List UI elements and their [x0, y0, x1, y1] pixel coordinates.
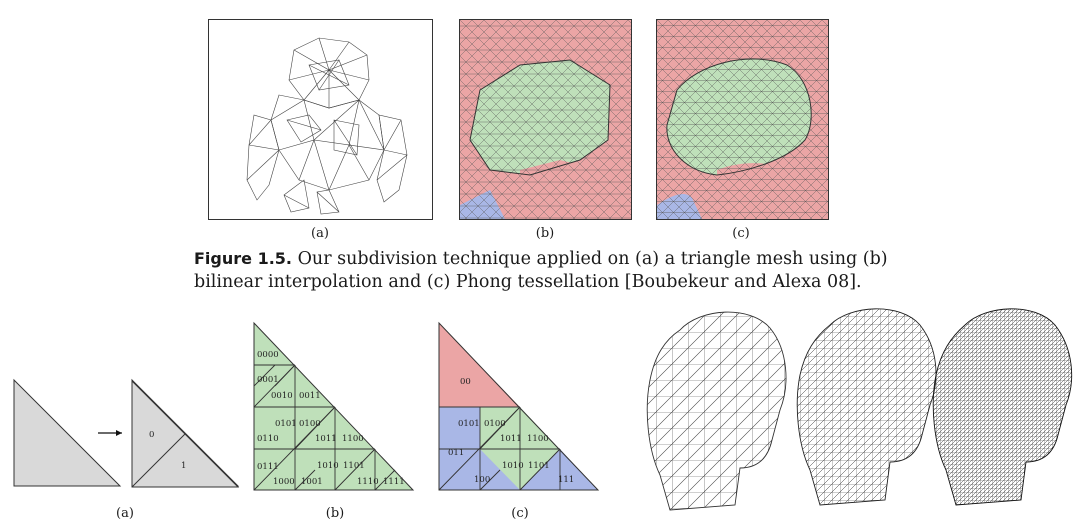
panel-c-phong: [656, 19, 829, 220]
code-b-1010: 1010: [317, 461, 339, 471]
code-b-0111: 0111: [257, 462, 279, 472]
code-c-00: 00: [460, 377, 471, 387]
code-c-1100: 1100: [527, 434, 549, 444]
split-triangle-svg: 0 1: [131, 379, 240, 488]
code-a-0: 0: [149, 430, 154, 440]
code-b-0001: 0001: [257, 375, 279, 385]
triangle-mesh-figure: [246, 37, 408, 215]
code-b-1100: 1100: [342, 434, 364, 444]
code-b-0100: 0100: [299, 419, 321, 429]
figure-number: Figure 1.5.: [194, 249, 292, 268]
code-c-100: 100: [474, 475, 490, 485]
bottom-label-c: (c): [511, 506, 529, 521]
panel-a-mesh: [208, 19, 433, 220]
code-c-0100: 0100: [484, 419, 506, 429]
code-b-1000: 1000: [273, 477, 295, 487]
code-b-1001: 1001: [301, 477, 323, 487]
arrow-icon: [116, 430, 122, 436]
panel-b-bilinear: [459, 19, 632, 220]
code-b-1011: 1011: [315, 434, 337, 444]
head-medium: [796, 308, 937, 506]
code-b-0010: 0010: [271, 391, 293, 401]
head-coarse: [646, 311, 787, 511]
code-c-011: 011: [448, 448, 464, 458]
head-fine: [932, 308, 1073, 506]
code-b-1110: 1110: [357, 477, 379, 487]
subdivision-panel-c: 00 0101 0100 1011 1100 011 1010 1101 100…: [438, 321, 600, 491]
code-c-0101: 0101: [458, 419, 480, 429]
code-b-1111: 1111: [383, 477, 405, 487]
figure-caption: Figure 1.5. Our subdivision technique ap…: [194, 247, 894, 294]
code-c-1011: 1011: [500, 434, 522, 444]
bottom-label-b: (b): [325, 506, 345, 521]
bilinear-interpolation-figure: [460, 20, 631, 219]
top-label-b: (b): [535, 226, 555, 241]
code-b-0110: 0110: [257, 434, 279, 444]
code-a-1: 1: [181, 461, 186, 471]
phong-tessellation-figure: [657, 20, 828, 219]
code-b-0101: 0101: [275, 419, 297, 429]
base-triangle: [13, 378, 122, 487]
top-label-c: (c): [732, 226, 750, 241]
code-c-1010: 1010: [502, 461, 524, 471]
code-b-1101: 1101: [343, 461, 365, 471]
code-b-0011: 0011: [299, 391, 321, 401]
code-b-0000: 0000: [257, 350, 279, 360]
top-label-a: (a): [311, 226, 329, 241]
code-c-111: 111: [558, 475, 574, 485]
bottom-label-a: (a): [116, 506, 134, 521]
caption-text: Our subdivision technique applied on (a)…: [194, 249, 888, 292]
head-meshes-figure: [646, 308, 1073, 511]
code-c-1101: 1101: [528, 461, 550, 471]
subdivision-panel-b: 0000 0001 0010 0011 0101 0100 0110 1011 …: [253, 321, 415, 491]
